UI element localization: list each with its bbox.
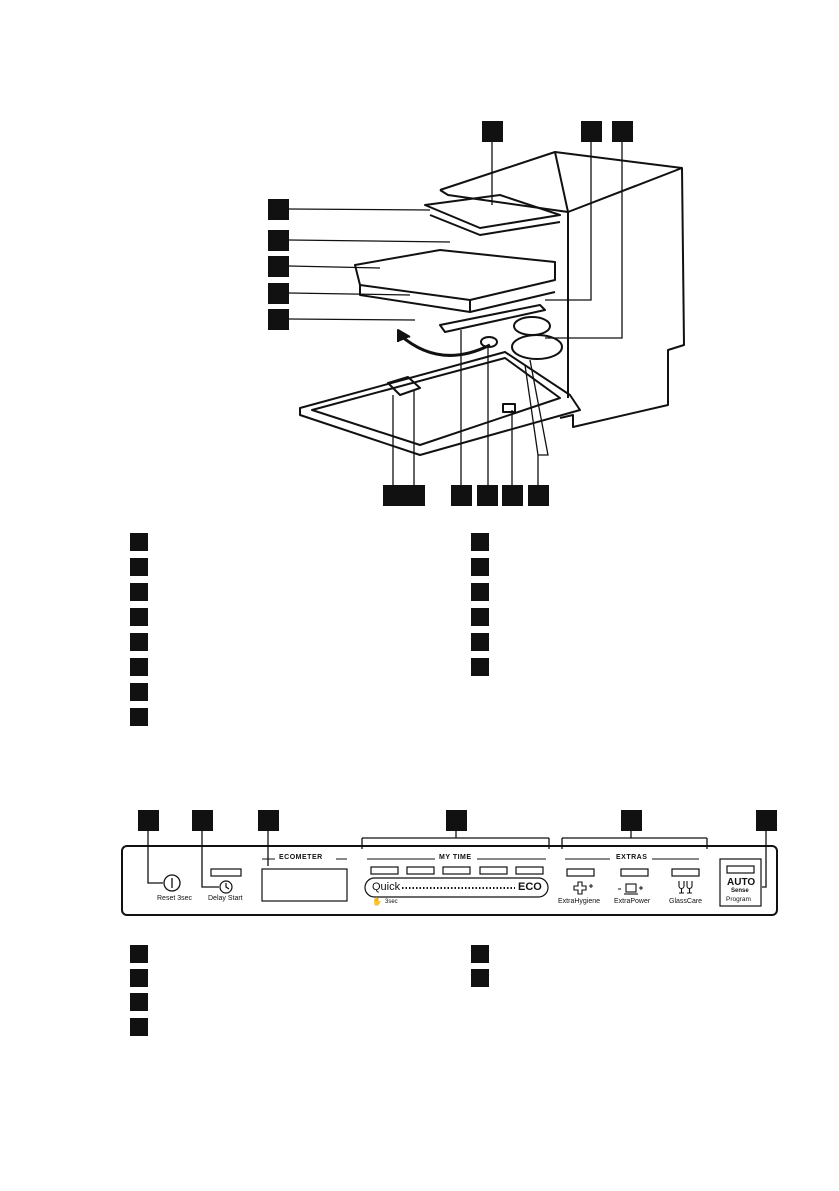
panel-callout-3 [258,810,279,831]
callout-bottom-2 [404,485,425,506]
legend-a-right-3 [471,583,489,601]
callout-left-5 [268,309,289,330]
extrapower-label: ExtraPower [614,898,651,905]
callout-top-1 [482,121,503,142]
legend-a-right-5 [471,633,489,651]
panel-callout-4 [446,810,467,831]
glasscare-label: GlassCare [669,898,703,905]
legend-b-left-1 [130,945,148,963]
dishwasher-diagram [288,138,685,485]
legend-a-left-2 [130,558,148,576]
quick-label: Quick [372,881,401,893]
legend-a-left-8 [130,708,148,726]
callout-left-4 [268,283,289,304]
callout-bottom-1 [383,485,404,506]
extras-label: EXTRAS [616,854,648,861]
auto-label: AUTO [727,877,756,888]
legend-b-right-1 [471,945,489,963]
ecometer-label: ECOMETER [279,854,323,861]
panel-callout-2 [192,810,213,831]
legend-a-left-3 [130,583,148,601]
legend-a-left-6 [130,658,148,676]
callout-bottom-6 [528,485,549,506]
legend-a-right-4 [471,608,489,626]
extrahygiene-label: ExtraHygiene [558,898,601,905]
legend-b-left-4 [130,1018,148,1036]
sense-label: Sense [731,888,749,894]
eco-label: ECO [518,881,542,893]
callout-bottom-4 [477,485,498,506]
callout-left-3 [268,256,289,277]
legend-a-right-2 [471,558,489,576]
legend-a-right-1 [471,533,489,551]
legend-a-left-1 [130,533,148,551]
callout-left-1 [268,199,289,220]
legend-b-right-2 [471,969,489,987]
reset-label: Reset 3sec [157,895,193,902]
callout-top-3 [612,121,633,142]
callout-bottom-3 [451,485,472,506]
callout-bottom-5 [502,485,523,506]
callout-top-2 [581,121,602,142]
panel-callout-6 [756,810,777,831]
panel-callout-1 [138,810,159,831]
legend-a-left-7 [130,683,148,701]
program-label: Program [726,896,751,903]
legend-b-left-2 [130,969,148,987]
callout-left-2 [268,230,289,251]
delay-start-label: Delay Start [208,895,243,902]
three-sec-label: 3sec [385,899,398,905]
panel-callout-5 [621,810,642,831]
mytime-label: MY TIME [439,854,472,861]
legend-a-right-6 [471,658,489,676]
legend-a-left-5 [130,633,148,651]
legend-b-left-3 [130,993,148,1011]
three-sec-icon: ✋ [372,897,382,906]
legend-a-left-4 [130,608,148,626]
